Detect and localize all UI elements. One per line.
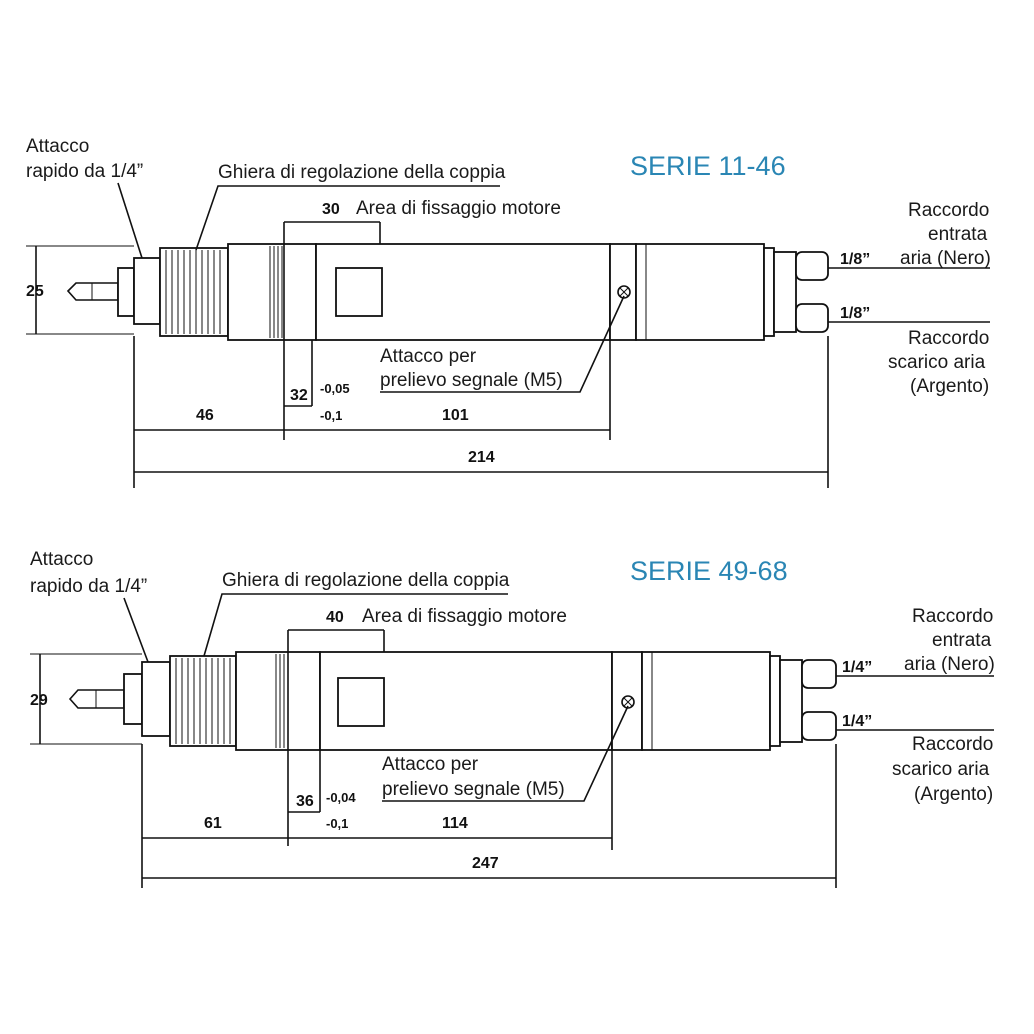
inlet-fitting (795, 251, 829, 281)
motor-area-label: Area di fissaggio motore (362, 606, 567, 627)
outlet-fitting-size: 1/8” (840, 305, 870, 322)
outlet-label-3: (Argento) (914, 784, 993, 805)
motor-area-dim: 40 (326, 609, 344, 626)
diagram-title: SERIE 11-46 (630, 151, 786, 181)
quick-connect-label-2: rapido da 1/4” (26, 161, 143, 182)
total-length-dim: 247 (472, 855, 499, 872)
clamp-body (227, 243, 317, 341)
total-length-dim: 214 (468, 449, 495, 466)
outlet-fitting (801, 711, 837, 741)
torque-ring-label: Ghiera di regolazione della coppia (218, 162, 506, 183)
clamp-diameter-dim: 32 (290, 387, 308, 404)
signal-label-2: prelievo segnale (M5) (382, 779, 565, 800)
chuck-collar (133, 257, 161, 325)
torque-ring (169, 655, 237, 747)
tolerance-upper: -0,05 (320, 381, 350, 396)
outlet-label-1: Raccordo (912, 734, 993, 755)
tolerance-upper: -0,04 (326, 790, 356, 805)
outlet-fitting-size: 1/4” (842, 713, 872, 730)
outlet-label-2: scarico aria (892, 759, 990, 780)
motor-area-label: Area di fissaggio motore (356, 198, 561, 219)
tool-drawing (66, 243, 829, 341)
diameter-dim: 25 (26, 283, 44, 300)
outlet-fitting (795, 303, 829, 333)
inlet-fitting (801, 659, 837, 689)
quick-chuck (123, 673, 143, 725)
signal-port (617, 285, 631, 299)
inlet-label-1: Raccordo (908, 200, 989, 221)
outlet-label-2: scarico aria (888, 352, 986, 373)
diameter-dim: 29 (30, 692, 48, 709)
front-length-dim: 46 (196, 407, 214, 424)
label-window (337, 677, 385, 727)
signal-label-1: Attacco per (380, 346, 477, 367)
rear-body (641, 651, 771, 751)
inlet-label-3: aria (Nero) (904, 654, 995, 675)
torque-ring-label: Ghiera di regolazione della coppia (222, 570, 510, 591)
diagram-serie-11-46: SERIE 11-46 (26, 136, 991, 488)
clamp-diameter-dim: 36 (296, 793, 314, 810)
diagram-title: SERIE 49-68 (630, 556, 788, 586)
body-length-dim: 101 (442, 407, 469, 424)
signal-label-2: prelievo segnale (M5) (380, 370, 563, 391)
front-length-dim: 61 (204, 815, 222, 832)
diagram-serie-49-68: SERIE 49-68 (30, 549, 995, 888)
motor-area-dim: 30 (322, 201, 340, 218)
signal-label-1: Attacco per (382, 754, 479, 775)
body-length-dim: 114 (442, 815, 468, 832)
label-window (335, 267, 383, 317)
outlet-label-1: Raccordo (908, 328, 989, 349)
inlet-label-3: aria (Nero) (900, 248, 991, 269)
inlet-label-1: Raccordo (912, 606, 993, 627)
chuck-collar (141, 661, 171, 737)
inlet-label-2: entrata (932, 630, 992, 651)
quick-connect-label-1: Attacco (26, 136, 89, 157)
bit (68, 689, 125, 709)
clamp-body (235, 651, 321, 751)
coupling (609, 243, 637, 341)
signal-port (621, 695, 635, 709)
torque-ring (159, 247, 229, 337)
inlet-fitting-size: 1/4” (842, 659, 872, 676)
quick-connect-label-1: Attacco (30, 549, 93, 570)
tolerance-lower: -0,1 (326, 816, 348, 831)
tool-drawing (68, 651, 837, 751)
quick-chuck (117, 267, 135, 317)
quick-connect-label-2: rapido da 1/4” (30, 576, 147, 597)
inlet-fitting-size: 1/8” (840, 251, 870, 268)
rear-body (635, 243, 765, 341)
bit (66, 282, 119, 301)
outlet-label-3: (Argento) (910, 376, 989, 397)
tolerance-lower: -0,1 (320, 408, 342, 423)
inlet-label-2: entrata (928, 224, 988, 245)
